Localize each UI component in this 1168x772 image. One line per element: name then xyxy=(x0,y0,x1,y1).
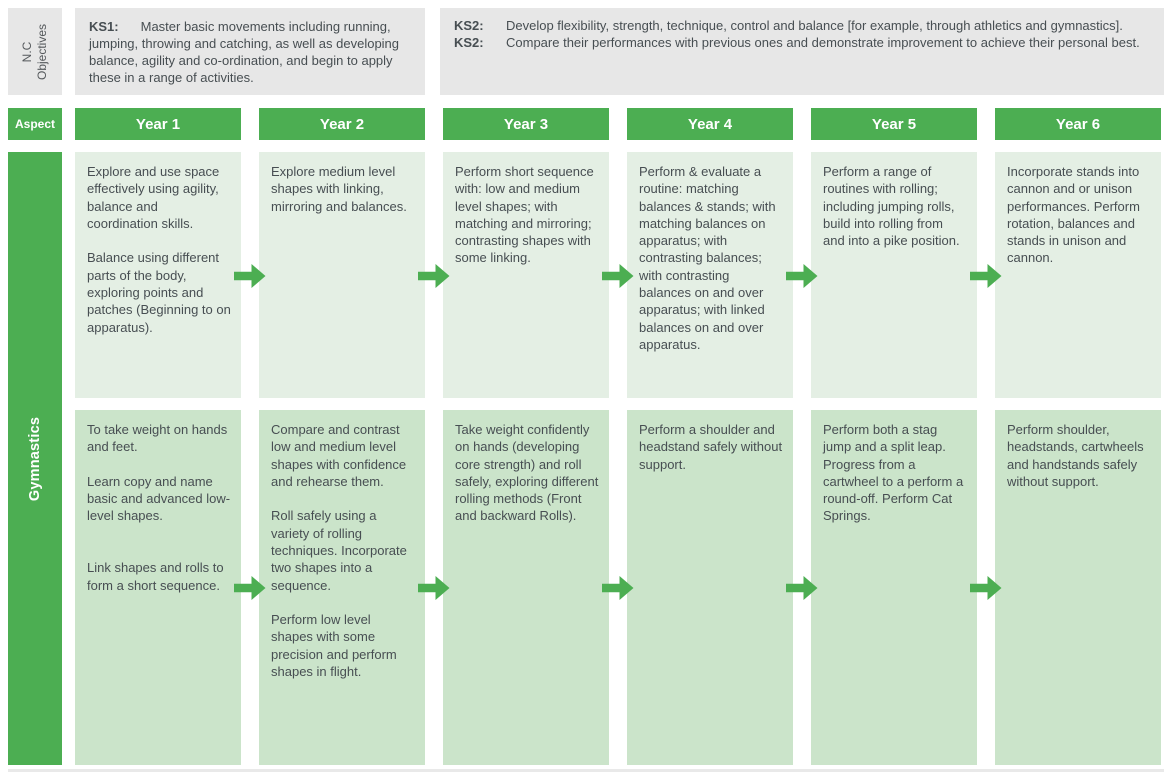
arrow-right-icon xyxy=(418,263,450,289)
ks2-label: KS2: xyxy=(454,18,484,33)
cell-row1-year5: Perform a range of routines with rolling… xyxy=(811,152,977,398)
cell-row1-year6: Incorporate stands into cannon and or un… xyxy=(995,152,1161,398)
ks2-text: Develop flexibility, strength, technique… xyxy=(506,18,1123,33)
arrow-right-icon xyxy=(786,575,818,601)
year-header-6: Year 6 xyxy=(995,108,1161,140)
arrow-right-icon xyxy=(234,575,266,601)
nc-objectives-rail-inner: N.C Objectives xyxy=(8,8,62,95)
year-header-5: Year 5 xyxy=(811,108,977,140)
ks2-panel: KS2: Develop flexibility, strength, tech… xyxy=(440,8,1164,95)
gymnastics-rail: Gymnastics xyxy=(8,152,62,765)
year-header-2: Year 2 xyxy=(259,108,425,140)
cell-row2-year1: To take weight on hands and feet. Learn … xyxy=(75,410,241,765)
cell-row1-year4: Perform & evaluate a routine: matching b… xyxy=(627,152,793,398)
nc-objectives-label: N.C Objectives xyxy=(20,23,49,80)
gymnastics-rail-inner: Gymnastics xyxy=(8,152,62,765)
ks2-text: Compare their performances with previous… xyxy=(506,35,1140,51)
page-bottom-divider xyxy=(8,769,1164,772)
cell-row2-year6: Perform shoulder, headstands, cartwheels… xyxy=(995,410,1161,765)
aspect-badge: Aspect xyxy=(8,108,62,140)
cell-row1-year3: Perform short sequence with: low and med… xyxy=(443,152,609,398)
nc-objectives-rail: N.C Objectives xyxy=(8,8,62,95)
arrow-right-icon xyxy=(970,575,1002,601)
ks1-panel: KS1:Master basic movements including run… xyxy=(75,8,425,95)
ks2-label: KS2: xyxy=(454,35,484,51)
year-header-1: Year 1 xyxy=(75,108,241,140)
cell-row2-year5: Perform both a stag jump and a split lea… xyxy=(811,410,977,765)
cell-row2-year2: Compare and contrast low and medium leve… xyxy=(259,410,425,765)
cell-row1-year2: Explore medium level shapes with linking… xyxy=(259,152,425,398)
year-header-4: Year 4 xyxy=(627,108,793,140)
cell-row2-year3: Take weight confidently on hands (develo… xyxy=(443,410,609,765)
year-header-3: Year 3 xyxy=(443,108,609,140)
arrow-right-icon xyxy=(786,263,818,289)
ks1-label: KS1: xyxy=(89,19,119,34)
ks2-item-1: KS2: Develop flexibility, strength, tech… xyxy=(454,17,1150,34)
ks1-text: Master basic movements including running… xyxy=(89,19,400,86)
cell-row2-year4: Perform a shoulder and headstand safely … xyxy=(627,410,793,765)
ks2-item-2: KS2: Compare their performances with pre… xyxy=(454,34,1150,51)
arrow-right-icon xyxy=(602,575,634,601)
subject-label: Gymnastics xyxy=(27,416,43,501)
arrow-right-icon xyxy=(418,575,450,601)
arrow-right-icon xyxy=(234,263,266,289)
cell-row1-year1: Explore and use space effectively using … xyxy=(75,152,241,398)
arrow-right-icon xyxy=(602,263,634,289)
arrow-right-icon xyxy=(970,263,1002,289)
